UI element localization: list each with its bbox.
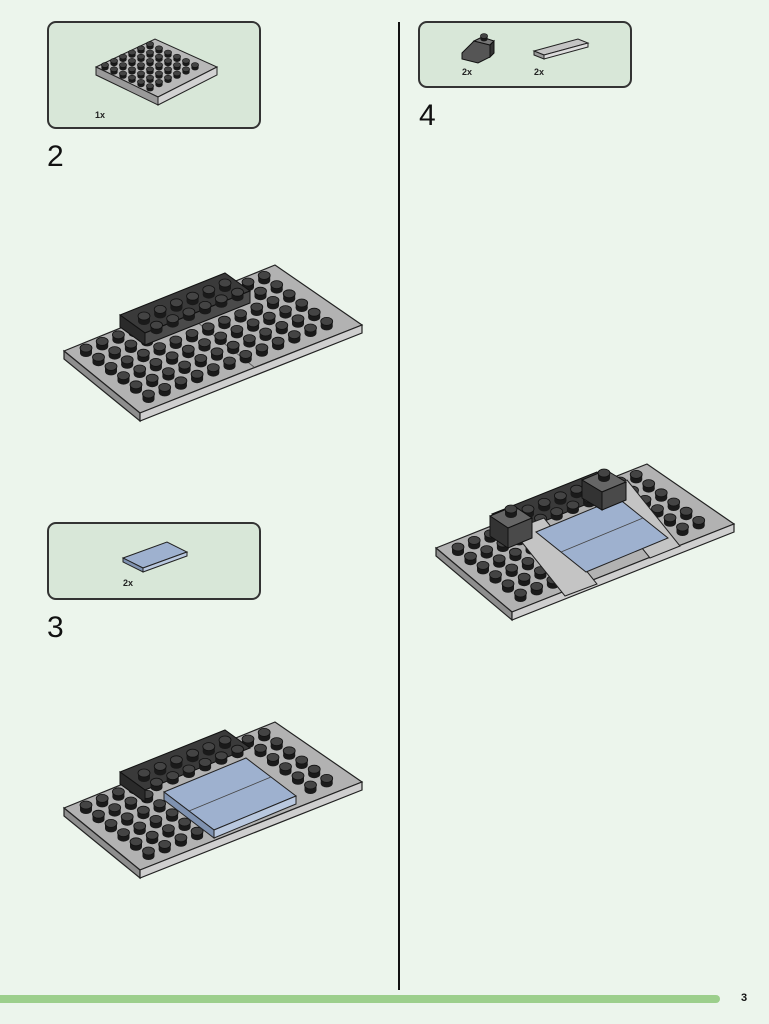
parts-box-step-2: 1x: [47, 21, 261, 129]
part-quantity: 1x: [95, 110, 105, 120]
column-divider: [398, 22, 400, 990]
gray-plate-6x6-icon: [93, 35, 223, 110]
parts-box-step-3: 2x: [47, 522, 261, 600]
step-2-assembly-illustration: [60, 255, 370, 425]
step-number: 4: [419, 101, 436, 131]
step-number: 3: [47, 613, 64, 643]
dark-slope-brick-icon: [460, 31, 496, 65]
step-3-assembly-illustration: [60, 712, 370, 882]
step-number: 2: [47, 142, 64, 172]
part-quantity: 2x: [123, 578, 133, 588]
step-4-assembly-illustration: [432, 462, 742, 632]
gray-tile-1x4-icon: [532, 35, 592, 61]
page-number: 3: [741, 992, 747, 1004]
footer-bar: [0, 995, 720, 1003]
blue-tile-2x2-icon: [121, 538, 191, 578]
parts-box-step-4: 2x 2x: [418, 21, 632, 88]
part-quantity: 2x: [534, 67, 544, 77]
part-quantity: 2x: [462, 67, 472, 77]
